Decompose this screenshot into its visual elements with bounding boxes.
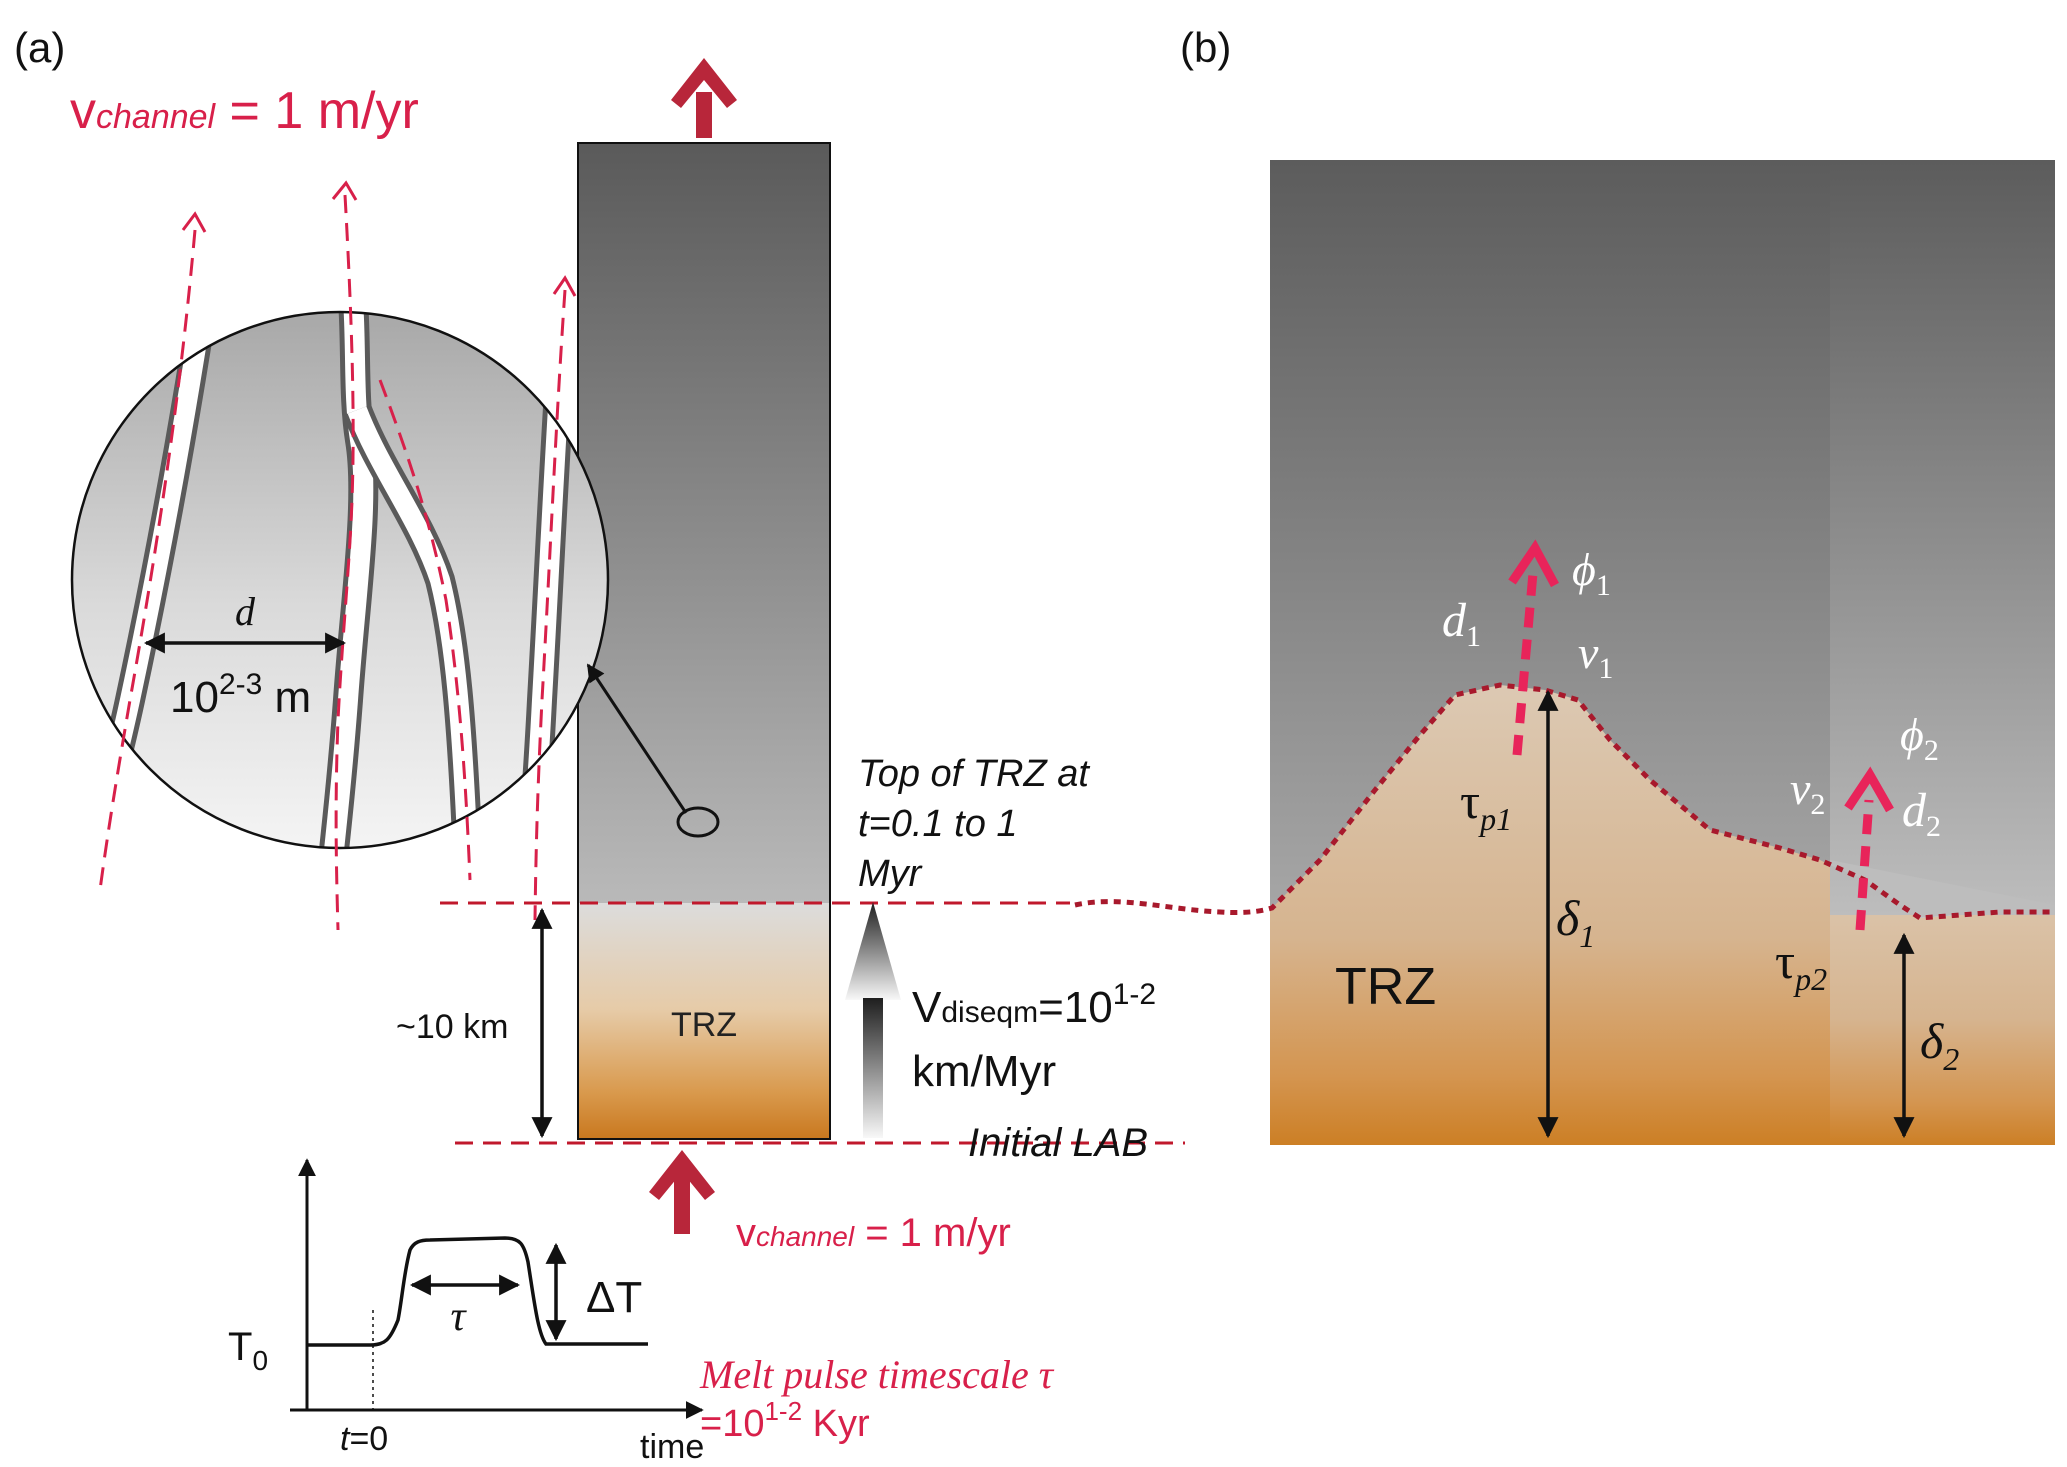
v-channel-top-label: vchannel = 1 m/yr xyxy=(70,82,419,140)
panel-b: (b) TRZ δ1 τp1 ϕ1 d1 v1 ϕ2 v2 d2 τp2 xyxy=(1074,24,2055,1145)
arrow-up-top xyxy=(671,58,737,138)
trz-region-right xyxy=(1830,865,2055,1145)
panel-a-label: (a) xyxy=(14,24,65,71)
d1-label: d1 xyxy=(1442,594,1481,653)
spacing-symbol-d: d xyxy=(235,589,256,634)
tau-p2-label: τp2 xyxy=(1775,933,1827,997)
v2-label: v2 xyxy=(1790,763,1825,821)
tau-p1-label: τp1 xyxy=(1460,773,1512,837)
delta2-label: δ2 xyxy=(1920,1013,1959,1077)
d2-label: d2 xyxy=(1902,784,1941,843)
panel-b-label: (b) xyxy=(1180,24,1231,71)
v1-label: v1 xyxy=(1578,627,1613,685)
lithosphere-block-right xyxy=(1830,160,2055,915)
top-of-trz-label: Top of TRZ at t=0.1 to 1 Myr xyxy=(858,753,1099,895)
v-diseqm-unit: km/Myr xyxy=(912,1047,1056,1096)
tau-label: τ xyxy=(450,1294,467,1340)
melt-pulse-timescale-label: Melt pulse timescale τ xyxy=(699,1352,1055,1397)
melt-flux-arrow-2 xyxy=(1844,766,1894,931)
panel-a: (a) vchannel = 1 m/yr TRZ xyxy=(14,24,1185,1466)
initial-lab-label: Initial LAB xyxy=(968,1121,1148,1165)
phi2-label: ϕ2 xyxy=(1900,709,1939,767)
phi1-label: ϕ1 xyxy=(1572,544,1611,602)
time-axis-label: time xyxy=(640,1428,704,1466)
arrow-up-bottom xyxy=(649,1150,715,1234)
time-zero-label: t=0 xyxy=(340,1420,388,1458)
column-trz-label: TRZ xyxy=(671,1006,737,1044)
t0-label: T0 xyxy=(228,1325,268,1376)
trz-top-boundary xyxy=(1074,682,2055,921)
trz-column-section xyxy=(578,903,830,1139)
melt-flux-arrow-1 xyxy=(1508,539,1559,756)
trz-zone-label: TRZ xyxy=(1335,958,1436,1016)
spacing-value-label: 102-3 m xyxy=(170,668,311,722)
zoom-pointer-line xyxy=(586,663,688,814)
lithosphere-column xyxy=(578,143,830,903)
trz-thickness-label: ~10 km xyxy=(396,1008,508,1046)
channel-flow-arrowheads xyxy=(181,180,577,297)
v-diseqm-label: Vdiseqm=101-2 xyxy=(912,978,1156,1032)
melt-pulse-plot: τ ΔT T0 t=0 time xyxy=(228,1158,704,1466)
delta-t-label: ΔT xyxy=(586,1273,642,1322)
zoom-source-marker xyxy=(676,806,720,838)
channel-flow-lines xyxy=(98,194,567,931)
v-channel-bottom-label: vchannel = 1 m/yr xyxy=(736,1211,1011,1255)
melt-pulse-timescale-value: =101-2 Kyr xyxy=(700,1396,870,1445)
pulse-curve xyxy=(307,1236,648,1347)
delta1-label: δ1 xyxy=(1556,890,1595,954)
v-diseqm-arrow xyxy=(845,902,901,1138)
